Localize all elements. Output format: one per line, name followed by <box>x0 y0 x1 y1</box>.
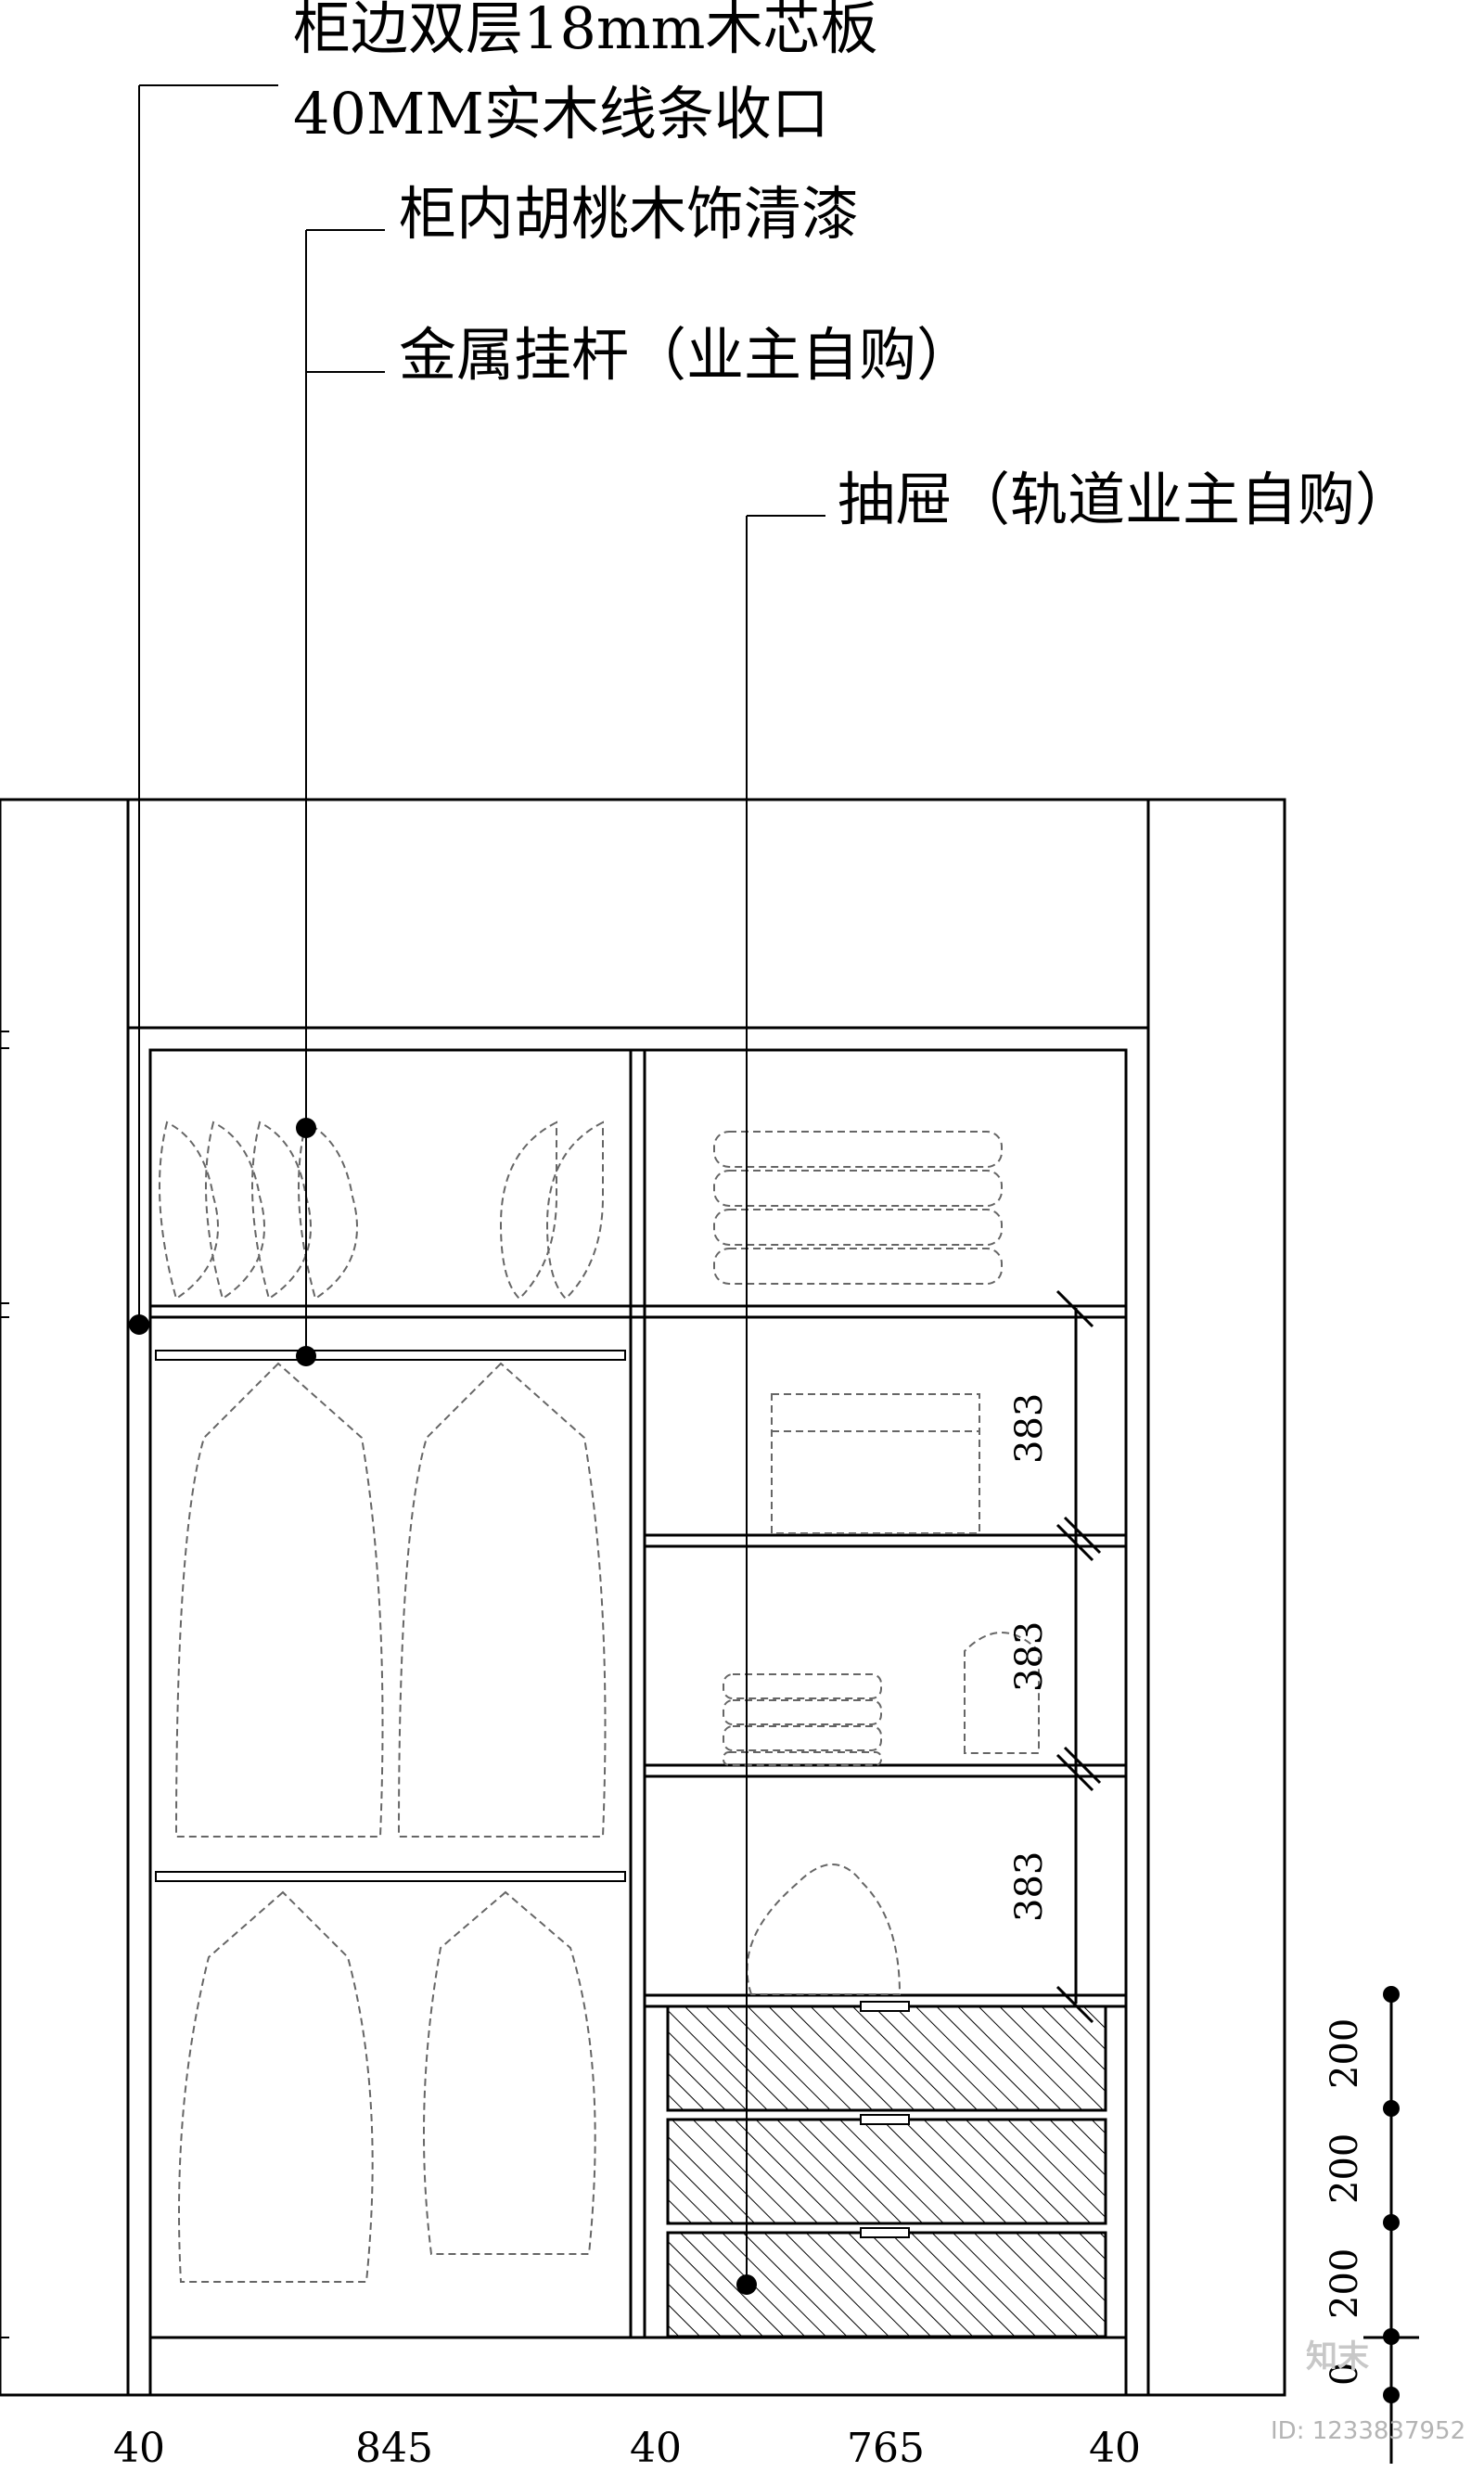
towel-1 <box>713 1131 1003 1168</box>
pillow-4 <box>298 1121 358 1300</box>
pillow-6 <box>545 1121 604 1300</box>
drawer-height-label-2: 200 <box>1324 2133 1366 2204</box>
drawer-height-label-3: 200 <box>1324 2248 1366 2319</box>
shelf-dim-tick-2a <box>1055 1523 1094 1562</box>
bottom-width-label-5: 40 <box>1089 2425 1141 2472</box>
bottom-width-label-1: 40 <box>113 2425 165 2472</box>
jacket-1 <box>423 1890 596 2255</box>
drawer-handle-3 <box>860 2227 910 2238</box>
storage-box <box>771 1393 980 1534</box>
leader-lines <box>138 84 825 2285</box>
shelf-dimension-line <box>1055 1289 1102 2024</box>
pillow-2 <box>205 1121 265 1300</box>
drawer-dim-dot-4 <box>1383 2328 1400 2345</box>
leader-dots <box>129 1118 757 2295</box>
shelf-dim-tick-3a <box>1055 1753 1094 1792</box>
leader-dot-1 <box>129 1314 149 1335</box>
callout-drawer: 抽屉（轨道业主自购） <box>838 466 1414 533</box>
folded-cloth-4 <box>723 1751 882 1766</box>
shelf-height-label-3: 383 <box>1008 1851 1051 1922</box>
drawer-dim-dots <box>1383 1986 1400 2403</box>
drawer-1 <box>666 2004 1107 2112</box>
hanging-rod-upper <box>155 1350 626 1361</box>
coat-2 <box>397 1362 607 1838</box>
drawer-dim-dot-1 <box>1383 1986 1400 2003</box>
bottom-width-label-4: 765 <box>847 2425 925 2472</box>
pillow-3 <box>251 1121 312 1300</box>
drawer-dim-dot-5 <box>1383 2387 1400 2403</box>
cabinet-frame <box>0 798 1286 2397</box>
shelf-dim-tick-2b <box>1063 1516 1102 1555</box>
towel-2 <box>713 1170 1003 1207</box>
shelf-dim-tick-4 <box>1055 1985 1094 2024</box>
bottom-width-label-2: 845 <box>355 2425 433 2472</box>
pillow-5 <box>499 1121 557 1300</box>
callout-cabinet-side-board: 柜边双层18mm木芯板 <box>293 0 878 62</box>
folded-cloth-3 <box>723 1725 882 1751</box>
drawer-handle-1 <box>860 2001 910 2012</box>
watermark-brand: 知末 <box>1306 2338 1369 2376</box>
towel-4 <box>713 1248 1003 1285</box>
shelf-height-label-2: 383 <box>1008 1620 1051 1692</box>
leader-dot-4 <box>736 2274 757 2295</box>
left-shelf <box>148 1304 1128 1319</box>
shirt-1 <box>178 1890 374 2283</box>
towel-3 <box>713 1209 1003 1246</box>
callout-hanging-rod: 金属挂杆（业主自购） <box>399 321 975 389</box>
clothing-sketches <box>159 1121 1040 2283</box>
callout-walnut-interior: 柜内胡桃木饰清漆 <box>399 180 860 248</box>
drawer-2 <box>666 2118 1107 2225</box>
shelf-height-label-1: 383 <box>1008 1392 1051 1464</box>
sweater <box>746 1864 902 1995</box>
drawer-handle-2 <box>860 2114 910 2125</box>
shelf-dim-tick-1 <box>1055 1289 1094 1328</box>
coat-1 <box>174 1362 384 1838</box>
watermark-id: ID: 1233837952 <box>1271 2417 1466 2445</box>
folded-cloth-1 <box>723 1673 882 1699</box>
folded-cloth-2 <box>723 1699 882 1725</box>
drawer-dim-dot-3 <box>1383 2214 1400 2231</box>
drawer-3 <box>666 2231 1107 2338</box>
drawers <box>666 2001 1107 2338</box>
callout-solid-wood-trim: 40MM实木线条收口 <box>293 80 829 147</box>
leader-dot-3 <box>296 1346 316 1366</box>
drawer-height-label-1: 200 <box>1324 2017 1366 2089</box>
bag <box>964 1632 1040 1754</box>
leader-dot-2 <box>296 1118 316 1138</box>
left-edge-ticks <box>0 1031 9 2338</box>
pillow-1 <box>159 1121 219 1300</box>
hanging-rod-lower <box>155 1871 626 1882</box>
inner-box <box>148 1048 1128 2339</box>
drawer-dim-dot-2 <box>1383 2100 1400 2117</box>
bottom-width-label-3: 40 <box>630 2425 682 2472</box>
shelf-dim-tick-3b <box>1063 1746 1102 1785</box>
